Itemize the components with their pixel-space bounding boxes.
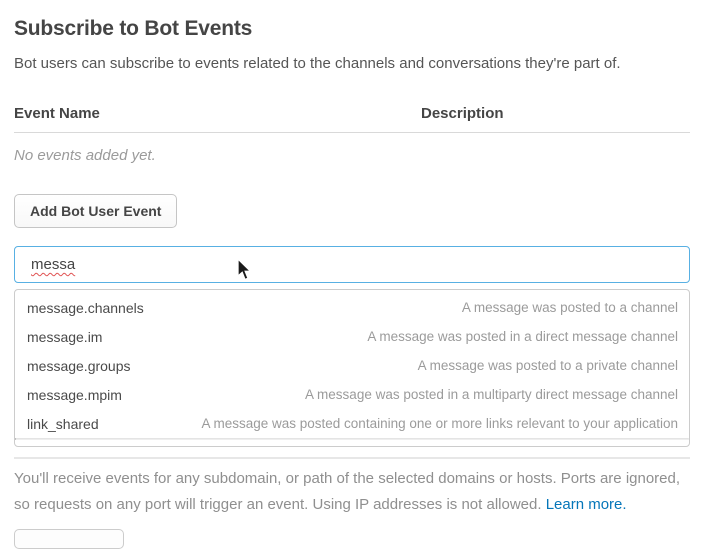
learn-more-link[interactable]: Learn more. [545,496,627,513]
suggestion-message-im[interactable]: message.im A message was posted in a dir… [15,322,689,351]
footer-note-text: You'll receive events for any subdomain,… [14,470,681,513]
suggestion-description: A message was posted in a multiparty dir… [305,387,678,402]
events-table-header: Event Name Description [14,105,690,122]
suggestion-link-shared[interactable]: link_shared A message was posted contain… [15,409,689,438]
suggestion-message-mpim[interactable]: message.mpim A message was posted in a m… [15,380,689,409]
add-bot-user-event-button[interactable]: Add Bot User Event [14,194,178,228]
suggestion-name: message.groups [27,357,131,374]
column-header-description: Description [421,105,504,122]
page-subtitle: Bot users can subscribe to events relate… [14,55,621,72]
event-search-input[interactable]: messa [14,246,690,283]
suggestion-description: A message was posted to a private channe… [417,358,678,373]
section-divider [14,457,690,459]
suggestion-name: message.mpim [27,386,122,403]
suggestion-name: message.channels [27,299,144,316]
event-search-input-value: messa [31,256,76,273]
suggestion-description: A message was posted to a channel [461,300,678,315]
suggestion-description: A message was posted containing one or m… [201,416,678,431]
suggestion-description: A message was posted in a direct message… [367,329,678,344]
suggestion-message-channels[interactable]: message.channels A message was posted to… [15,293,689,322]
dropdown-footer-divider [15,438,689,440]
column-header-event-name: Event Name [14,105,100,122]
event-suggestions-dropdown: message.channels A message was posted to… [14,289,690,447]
suggestion-message-groups[interactable]: message.groups A message was posted to a… [15,351,689,380]
empty-state-text: No events added yet. [14,147,156,164]
footer-note: You'll receive events for any subdomain,… [14,466,690,518]
page-title: Subscribe to Bot Events [14,17,253,40]
suggestion-name: message.im [27,328,103,345]
clipped-bottom-button[interactable] [14,529,124,549]
suggestion-name: link_shared [27,415,99,432]
table-header-divider [14,132,690,133]
